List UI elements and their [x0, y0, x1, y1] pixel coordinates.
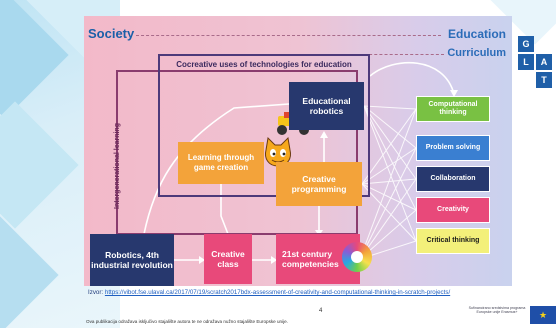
- skill-critical-thinking: Critical thinking: [416, 228, 490, 254]
- eu-flag-icon: ★: [530, 306, 556, 324]
- robotics-4th-revolution-box: Robotics, 4th industrial revolution: [90, 234, 174, 286]
- skill-collaboration: Collaboration: [416, 166, 490, 192]
- curriculum-divider: [364, 54, 444, 55]
- curriculum-label: Curriculum: [447, 47, 506, 59]
- logo-letter: L: [518, 54, 534, 70]
- competencies-swirl-icon: [342, 242, 372, 272]
- educational-robotics-box: Educational robotics: [289, 82, 364, 130]
- source-line: Izvor: https://vibot.fse.ulaval.ca/2017/…: [88, 289, 554, 296]
- eu-disclaimer: Ova publikacija odražava isključivo staj…: [86, 319, 288, 324]
- skill-creativity: Creativity: [416, 197, 490, 223]
- cocreative-frame: [158, 54, 370, 197]
- learning-game-creation-box: Learning through game creation: [178, 142, 264, 184]
- scratch-cat-icon: [265, 136, 291, 167]
- creative-class-box: Creative class: [204, 234, 252, 284]
- society-divider: [136, 35, 441, 36]
- source-prefix: Izvor:: [88, 289, 104, 296]
- logo-letter: A: [536, 54, 552, 70]
- page-number: 4: [319, 308, 323, 314]
- project-logo: G L A T: [516, 36, 556, 88]
- source-link[interactable]: https://vibot.fse.ulaval.ca/2017/07/19/s…: [104, 289, 451, 296]
- 21st-century-label: 21st century competencies: [282, 248, 339, 269]
- connector-lines: [143, 62, 458, 264]
- eu-cofunding-text: Sufinancirano sredstvima programa Europs…: [468, 306, 526, 315]
- society-label: Society: [88, 26, 135, 41]
- skill-computational-thinking: Computational thinking: [416, 96, 490, 122]
- slide-canvas: Society Education Curriculum Cocreative …: [84, 16, 512, 286]
- cocreative-title: Cocreative uses of technologies for educ…: [176, 60, 352, 69]
- skill-problem-solving: Problem solving: [416, 135, 490, 161]
- logo-letter: G: [518, 36, 534, 52]
- education-label: Education: [447, 27, 506, 41]
- intergenerational-label: Intergenerational learning: [114, 123, 121, 209]
- creative-programming-box: Creative programming: [276, 162, 362, 206]
- logo-letter: T: [536, 72, 552, 88]
